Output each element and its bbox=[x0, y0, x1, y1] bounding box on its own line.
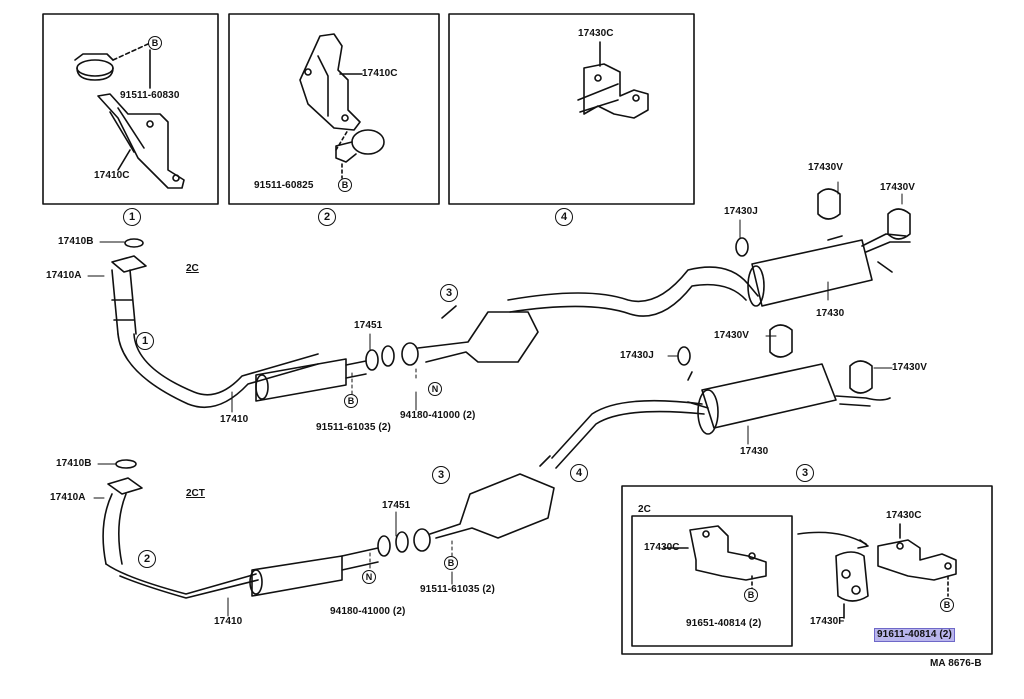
detail-3-badge: 3 bbox=[796, 464, 814, 482]
upper-bolt-part: 91511-61035 (2) bbox=[316, 422, 391, 433]
upper-stud: 17410A bbox=[46, 270, 82, 281]
lower-gasket-top: 17410B bbox=[56, 458, 92, 469]
detail-3-arrow bbox=[797, 531, 867, 545]
panel-4-bracket-part: 17430C bbox=[578, 28, 614, 39]
leader-lines bbox=[87, 181, 903, 617]
upper-exhaust-system bbox=[111, 188, 911, 408]
upper-mount-2: 17430V bbox=[880, 182, 916, 193]
panel-4-frame bbox=[448, 13, 695, 205]
detail-3-bracket bbox=[877, 523, 957, 597]
panel-2-bracket-part: 17410C bbox=[362, 68, 398, 79]
upper-gasket-mid: 17451 bbox=[354, 320, 383, 331]
panel-1-bracket bbox=[97, 93, 185, 189]
lower-stud: 17410A bbox=[50, 492, 86, 503]
detail-3-bracket: 17430C bbox=[886, 510, 922, 521]
panel-2-clamp bbox=[335, 129, 385, 179]
detail-3-frame bbox=[621, 485, 993, 655]
detail-3-hanger bbox=[835, 551, 869, 619]
detail-3-hanger: 17430F bbox=[810, 616, 845, 627]
detail-3-inset-title: 2C bbox=[638, 504, 651, 515]
panel-1-bolt-callout: B bbox=[148, 36, 162, 50]
upper-variant: 2C bbox=[186, 263, 199, 274]
lower-bolt-part: 91511-61035 (2) bbox=[420, 584, 495, 595]
lower-gasket-mid: 17451 bbox=[382, 500, 411, 511]
detail-3-inset-bracket: 17430C bbox=[644, 542, 680, 553]
detail-3-bolt: B bbox=[940, 598, 954, 612]
detail-3-inset-frame bbox=[631, 515, 793, 647]
upper-frontpipe-badge: 1 bbox=[136, 332, 154, 350]
lower-ring: 17430J bbox=[620, 350, 654, 361]
panel-2-frame bbox=[228, 13, 440, 205]
lower-center-badge: 3 bbox=[432, 466, 450, 484]
upper-muffler: 17430 bbox=[816, 308, 845, 319]
detail-3-inset-bracket bbox=[663, 525, 767, 591]
lower-frontpipe-badge: 2 bbox=[138, 550, 156, 568]
upper-nut-part: 94180-41000 (2) bbox=[400, 410, 476, 421]
lower-muffler: 17430 bbox=[740, 446, 769, 457]
upper-mount-1: 17430V bbox=[808, 162, 844, 173]
upper-bolt-callout: B bbox=[344, 394, 358, 408]
panel-1-badge: 1 bbox=[123, 208, 141, 226]
detail-3-arrowhead bbox=[857, 539, 869, 549]
lower-bolt-callout: B bbox=[444, 556, 458, 570]
upper-gasket-top: 17410B bbox=[58, 236, 94, 247]
lower-nut-callout: N bbox=[362, 570, 376, 584]
detail-3-highlighted-part[interactable]: 91611-40814 (2) bbox=[874, 628, 955, 642]
upper-center-badge: 3 bbox=[440, 284, 458, 302]
panel-2-badge: 2 bbox=[318, 208, 336, 226]
lower-nut-part: 94180-41000 (2) bbox=[330, 606, 406, 617]
detail-3-inset-part: 91651-40814 (2) bbox=[686, 618, 762, 629]
lower-mount-1: 17430V bbox=[714, 330, 750, 341]
lower-tail-badge: 4 bbox=[570, 464, 588, 482]
upper-nut-callout: N bbox=[428, 382, 442, 396]
panel-4-bracket bbox=[577, 41, 649, 119]
panel-4-badge: 4 bbox=[555, 208, 573, 226]
figure-id: MA 8676-B bbox=[930, 658, 982, 669]
panel-2-bolt-callout: B bbox=[338, 178, 352, 192]
panel-1-frame bbox=[42, 13, 219, 205]
lower-rear-muffler bbox=[551, 324, 891, 469]
detail-3-inset-bolt: B bbox=[744, 588, 758, 602]
panel-1-bolt-part: 91511-60830 bbox=[120, 90, 180, 101]
lower-exhaust-system bbox=[102, 455, 555, 599]
lower-frontpipe: 17410 bbox=[214, 616, 243, 627]
lower-variant: 2CT bbox=[186, 488, 205, 499]
upper-frontpipe: 17410 bbox=[220, 414, 249, 425]
panel-2-bracket bbox=[299, 33, 363, 131]
panel-2-bolt-part: 91511-60825 bbox=[254, 180, 314, 191]
panel-1-bracket-part: 17410C bbox=[94, 170, 130, 181]
lower-mount-2: 17430V bbox=[892, 362, 928, 373]
upper-ring: 17430J bbox=[724, 206, 758, 217]
panel-1-clamp bbox=[74, 43, 149, 81]
